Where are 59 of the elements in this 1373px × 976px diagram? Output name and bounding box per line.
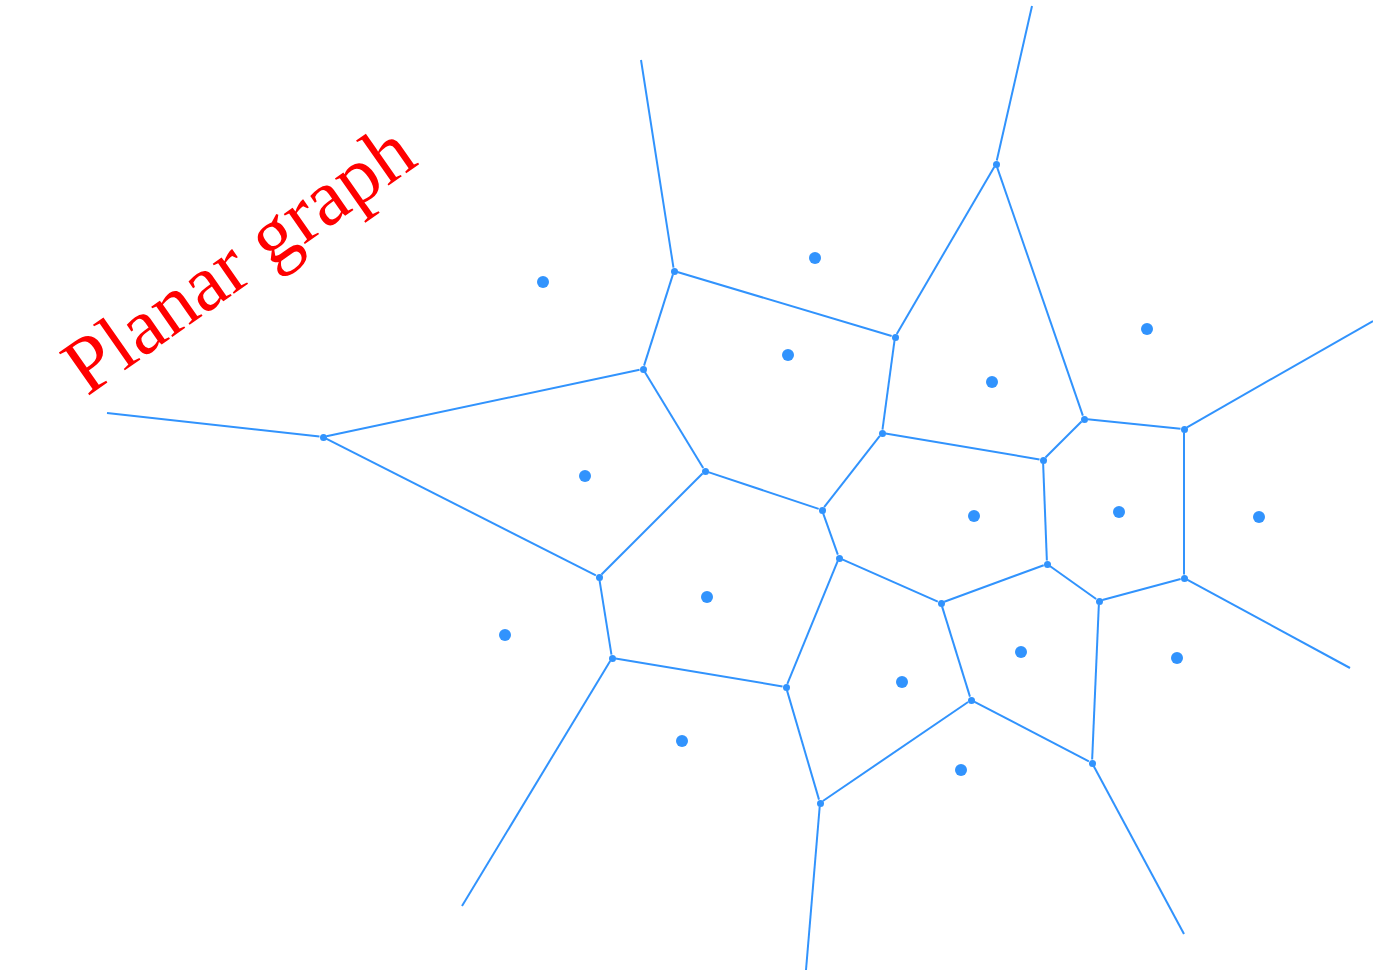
vertex-dot [1088, 759, 1096, 767]
vertex-dot [967, 696, 975, 704]
vertex-dot [670, 267, 678, 275]
vertex-dot [818, 506, 826, 514]
vertex-dot [1180, 425, 1188, 433]
graph-edge [1086, 418, 1182, 430]
ray-line [1186, 578, 1351, 669]
ray-line [461, 660, 612, 907]
vertex-dot [835, 554, 843, 562]
graph-edge [996, 166, 1084, 417]
vertex-dot [1180, 574, 1188, 582]
graph-edge [884, 432, 1041, 461]
vertex-dot [701, 467, 709, 475]
graph-edge [1048, 565, 1098, 600]
vertex-dot [319, 433, 327, 441]
graph-edge [895, 166, 996, 335]
ray-line [995, 5, 1033, 162]
vertex-dot [608, 654, 616, 662]
graph-edge [786, 689, 820, 801]
graph-edge [643, 371, 705, 469]
ray-line [106, 412, 321, 438]
graph-edge [823, 434, 881, 509]
graph-edge [822, 512, 839, 556]
vertex-dot [816, 799, 824, 807]
graph-edge [881, 339, 896, 431]
vertex-dot [639, 365, 647, 373]
ray-line [640, 59, 675, 269]
ray-line [1186, 320, 1373, 429]
vertex-dot [1039, 456, 1047, 464]
vertex-dot [878, 429, 886, 437]
graph-edge [821, 700, 970, 803]
graph-edge [841, 558, 939, 603]
graph-edge [943, 564, 1045, 603]
graph-edge [1183, 431, 1185, 576]
ray-line [1092, 765, 1185, 935]
vertex-dot [782, 683, 790, 691]
vertex-dot [595, 573, 603, 581]
graph-edge [325, 368, 641, 438]
vertex-dot [1080, 415, 1088, 423]
graph-edge [1101, 577, 1182, 602]
vertex-dot [1095, 597, 1103, 605]
graph-edge [973, 700, 1090, 763]
graph-edge [1044, 420, 1083, 459]
graph-edge [676, 271, 893, 337]
graph-edge [1091, 603, 1100, 761]
vertex-dot [891, 333, 899, 341]
graph-edge [614, 657, 784, 688]
ray-line [805, 805, 821, 971]
graph-edge [598, 579, 613, 656]
graph-edge [643, 273, 674, 367]
graph-edge [325, 437, 597, 577]
graph-edge [941, 605, 971, 698]
graph-edge [786, 560, 839, 685]
graph-edge [707, 471, 820, 510]
vertex-dot [1043, 560, 1051, 568]
vertex-dot [937, 599, 945, 607]
graph-edge [600, 472, 704, 576]
graph-edge [1042, 462, 1048, 562]
vertex-dot [992, 160, 1000, 168]
